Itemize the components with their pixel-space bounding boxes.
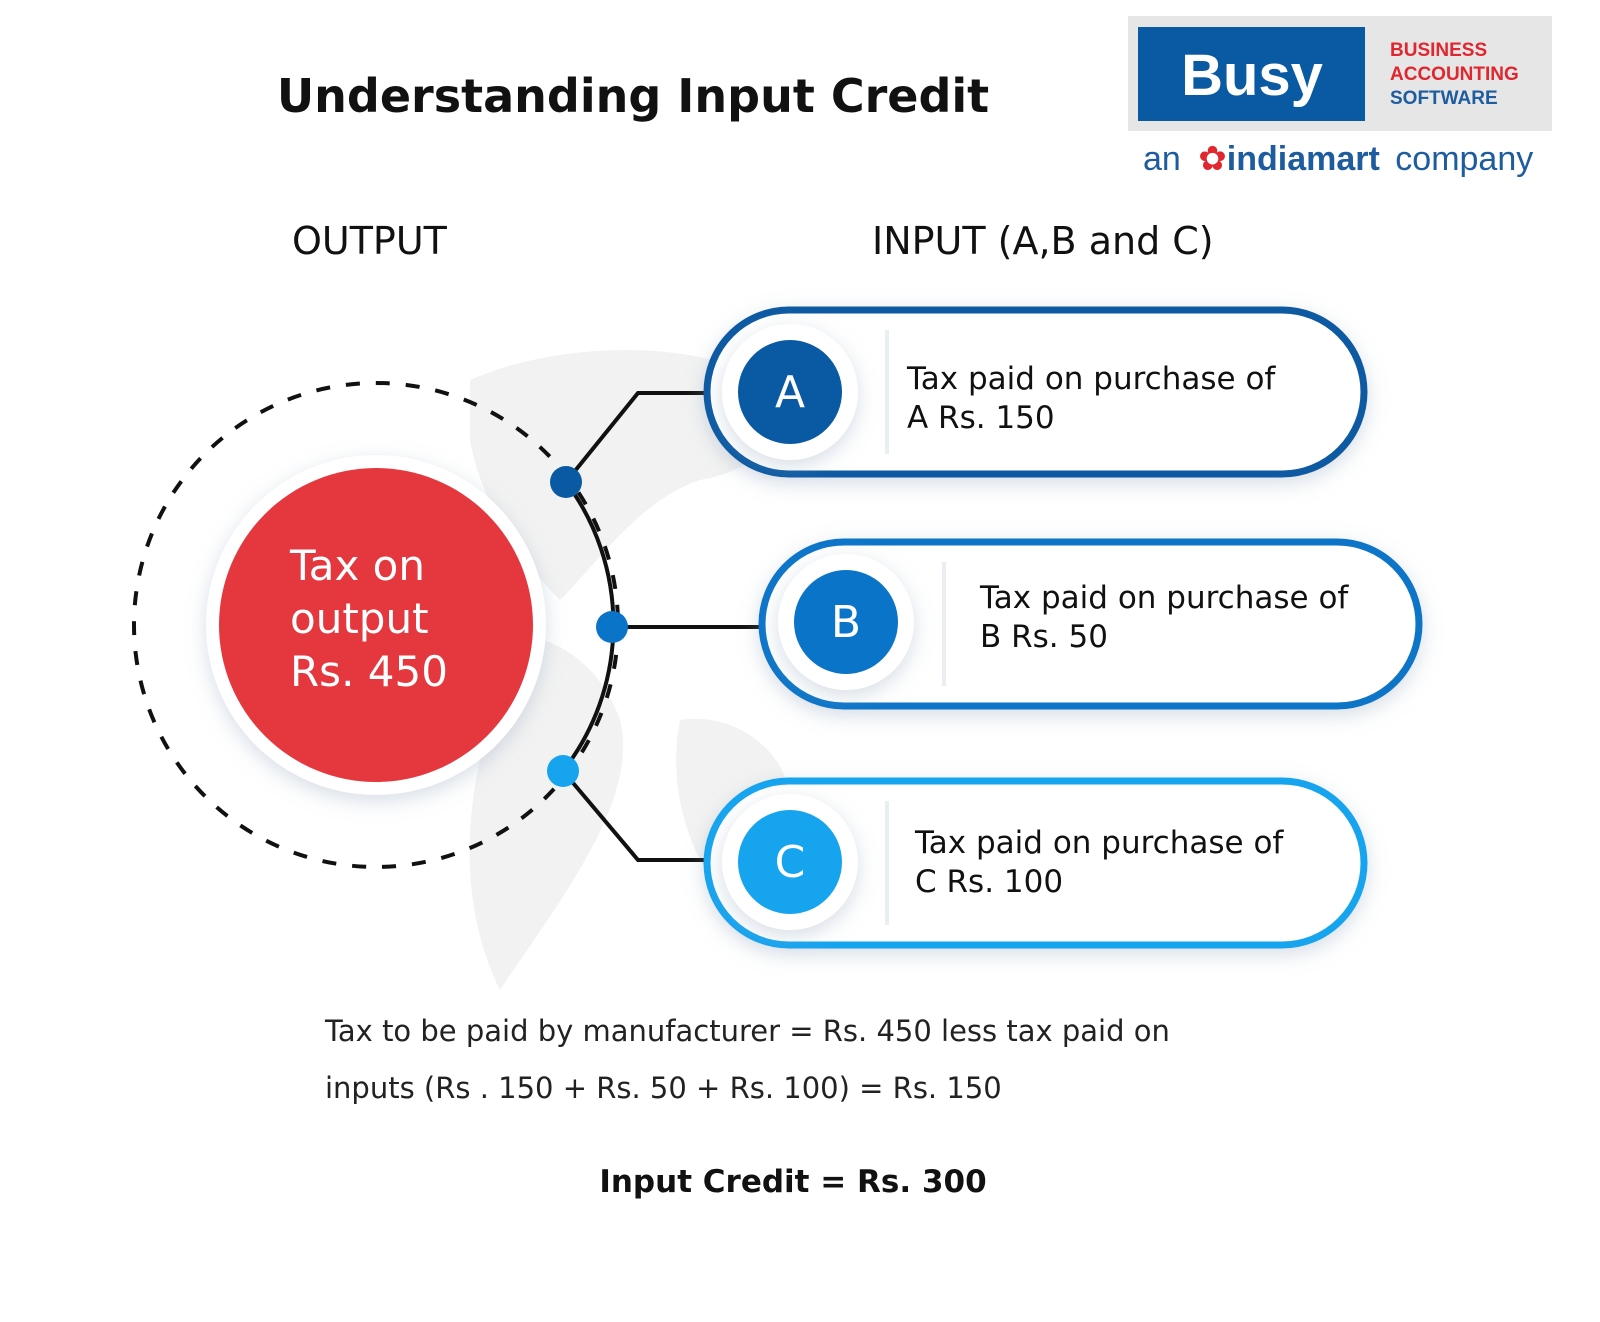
node-dot-a [550, 466, 582, 498]
input-card-a: A Tax paid on purchase of A Rs. 150 [703, 306, 1368, 478]
input-heading: INPUT (A,B and C) [872, 219, 1214, 263]
output-circle: Tax on output Rs. 450 [206, 455, 546, 795]
input-letter-b: B [831, 597, 861, 648]
input-card-b: B Tax paid on purchase of B Rs. 50 [758, 538, 1423, 710]
logo-sub-brand: indiamart [1227, 140, 1380, 178]
logo-sub-prefix: an [1143, 140, 1181, 178]
logo-brand: Busy [1181, 43, 1323, 108]
input-letter-c: C [775, 837, 806, 888]
node-dot-c [547, 755, 579, 787]
input-letter-a: A [775, 367, 805, 418]
logo-tagline-2: ACCOUNTING [1390, 64, 1519, 85]
page-title: Understanding Input Credit [277, 69, 989, 123]
output-line-2: output [290, 594, 429, 643]
node-dot-b [596, 611, 628, 643]
summary-line-2: inputs (Rs . 150 + Rs. 50 + Rs. 100) = R… [325, 1071, 1002, 1105]
connector-c [561, 769, 710, 862]
logo-tagline-3: SOFTWARE [1390, 88, 1498, 109]
busy-logo: Busy BUSINESS ACCOUNTING SOFTWARE an ✿in… [1128, 16, 1552, 178]
output-line-1: Tax on [289, 541, 425, 590]
logo-tagline-1: BUSINESS [1390, 40, 1487, 61]
connector-a [564, 391, 710, 484]
input-a-line1: Tax paid on purchase of [906, 361, 1276, 397]
svg-text:an ✿indiamart comp: an ✿indiamart company [1143, 140, 1533, 178]
output-heading: OUTPUT [292, 219, 448, 263]
output-line-3: Rs. 450 [290, 647, 448, 696]
input-b-line2: B Rs. 50 [980, 619, 1108, 655]
input-b-line1: Tax paid on purchase of [979, 580, 1349, 616]
input-c-line2: C Rs. 100 [915, 864, 1063, 900]
input-card-c: C Tax paid on purchase of C Rs. 100 [703, 777, 1368, 949]
input-credit-result: Input Credit = Rs. 300 [599, 1164, 986, 1200]
summary-line-1: Tax to be paid by manufacturer = Rs. 450… [324, 1014, 1170, 1048]
indiamart-icon: ✿ [1198, 140, 1227, 178]
logo-sub-suffix: company [1395, 140, 1533, 178]
input-c-line1: Tax paid on purchase of [914, 825, 1284, 861]
input-a-line2: A Rs. 150 [907, 400, 1055, 436]
